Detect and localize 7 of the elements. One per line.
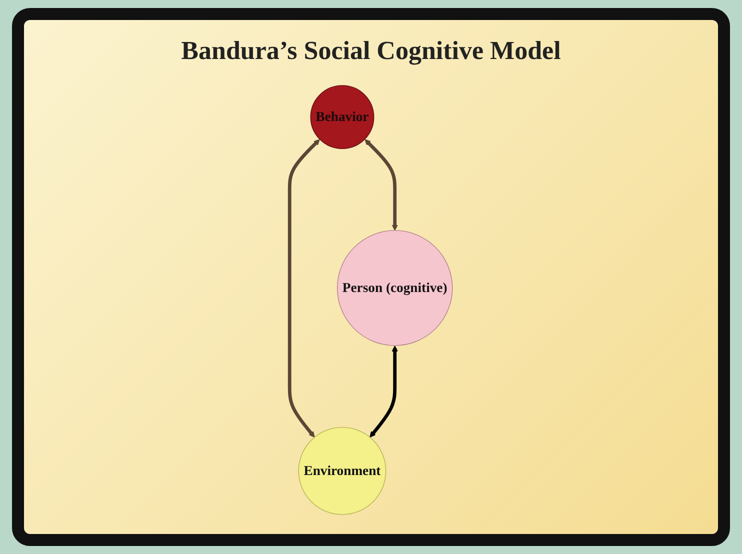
arrow xyxy=(364,139,398,231)
node-circle: Behavior xyxy=(310,85,374,150)
arrow xyxy=(370,346,398,438)
diagram-title: Bandura’s Social Cognitive Model xyxy=(181,36,561,66)
node-circle: Person (cognitive) xyxy=(336,230,453,346)
arrow xyxy=(288,139,320,438)
node-circle: Environment xyxy=(298,426,386,515)
